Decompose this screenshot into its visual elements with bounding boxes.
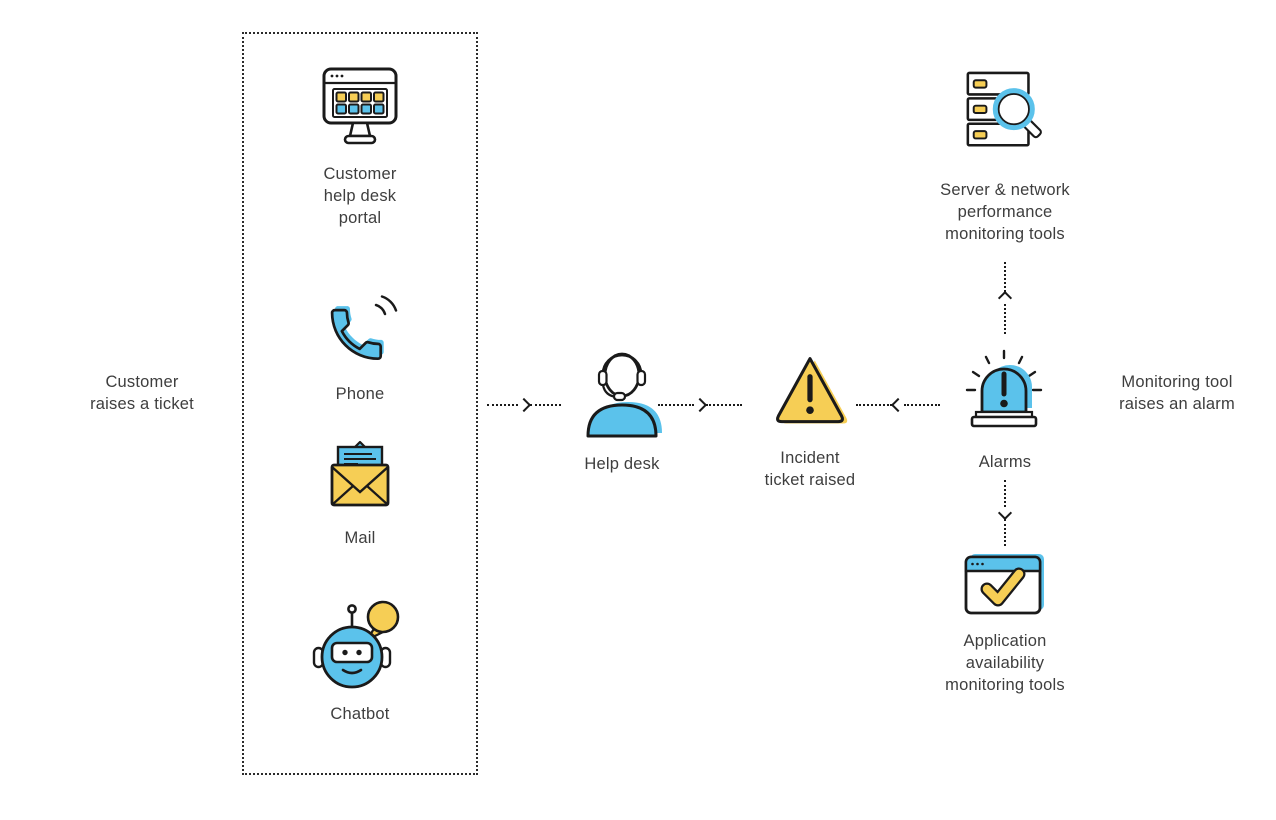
alarms-label: Alarms	[978, 453, 1032, 471]
mail-icon	[330, 440, 390, 507]
node-chatbot: Chatbot	[292, 596, 428, 726]
node-incident-ticket: Incident ticket raised	[740, 352, 880, 492]
phone-icon	[330, 295, 398, 361]
dotted-line	[856, 404, 892, 406]
server-monitoring-icon	[966, 71, 1042, 147]
arrow-alarms-to-server-monitoring	[997, 262, 1013, 334]
arrow-channels-to-helpdesk	[487, 397, 561, 413]
help-desk-label: Help desk	[584, 455, 660, 473]
mail-label: Mail	[344, 529, 376, 547]
chevron-right-icon	[516, 397, 532, 413]
help-desk-portal-icon	[322, 67, 398, 145]
chevron-down-icon	[997, 505, 1013, 521]
monitoring-raises-alarm-label: Monitoring tool raises an alarm	[1119, 373, 1235, 413]
dotted-line	[1004, 262, 1006, 292]
phone-label: Phone	[335, 385, 385, 403]
customer-raises-ticket-label: Customer raises a ticket	[90, 373, 194, 413]
customer-channels-box	[242, 32, 478, 775]
chatbot-label: Chatbot	[330, 705, 390, 723]
application-monitoring-label: Application availability monitoring tool…	[945, 632, 1065, 694]
node-mail: Mail	[300, 440, 420, 550]
warning-triangle-icon	[776, 357, 848, 424]
alarm-siren-icon	[965, 349, 1043, 428]
node-help-desk: Help desk	[558, 350, 686, 476]
dotted-line	[1004, 304, 1006, 334]
node-application-monitoring: Application availability monitoring tool…	[922, 551, 1088, 696]
chevron-up-icon	[997, 290, 1013, 306]
dotted-line	[530, 404, 561, 406]
dotted-line	[1004, 519, 1006, 546]
incident-label: Incident ticket raised	[764, 449, 856, 489]
chatbot-icon	[312, 600, 400, 689]
arrow-helpdesk-to-incident	[658, 397, 742, 413]
dotted-line	[904, 404, 940, 406]
dotted-line	[706, 404, 742, 406]
chevron-left-icon	[890, 397, 906, 413]
dotted-line	[487, 404, 518, 406]
dotted-line	[658, 404, 694, 406]
node-server-monitoring: Server & network performance monitoring …	[922, 70, 1088, 245]
node-customer-help-desk-portal: Customer help desk portal	[298, 66, 422, 229]
node-alarms: Alarms	[942, 346, 1068, 474]
application-monitoring-icon	[964, 554, 1044, 615]
arrow-alarms-to-application-monitoring	[997, 480, 1013, 546]
portal-label: Customer help desk portal	[323, 165, 397, 227]
dotted-line	[1004, 480, 1006, 507]
server-monitoring-label: Server & network performance monitoring …	[940, 181, 1070, 243]
arrow-alarms-to-incident	[856, 397, 940, 413]
help-desk-agent-icon	[586, 352, 662, 438]
node-phone: Phone	[298, 292, 422, 406]
chevron-right-icon	[692, 397, 708, 413]
